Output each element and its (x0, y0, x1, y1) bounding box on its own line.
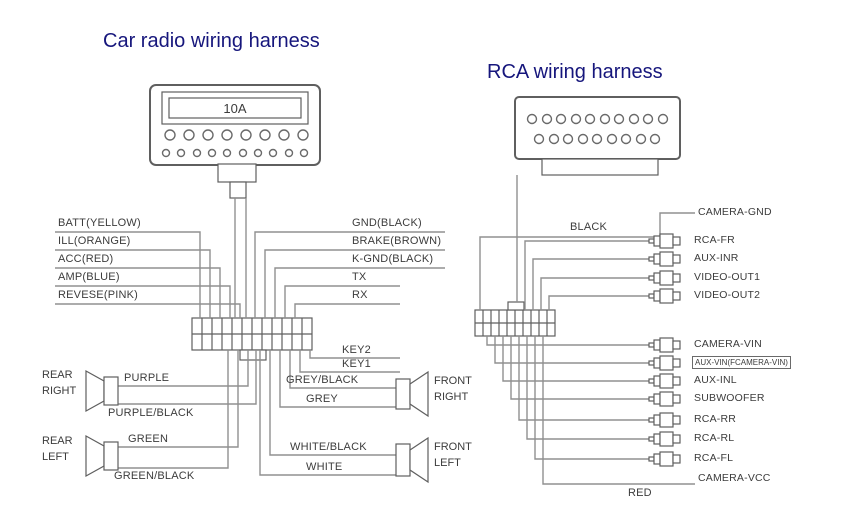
rca-output-video-out1: VIDEO-OUT1 (694, 271, 761, 283)
car-wire-lines (55, 198, 445, 476)
rca-output-subwoofer: SUBWOOFER (694, 392, 765, 404)
speaker-name-line: RIGHT (42, 385, 77, 397)
wire-label-kgnd: K-GND(BLACK) (352, 253, 434, 265)
speaker-name-front-right: FRONT RIGHT (434, 373, 472, 405)
rca-plug-icon-aux-vin (648, 355, 681, 371)
wire-label-key2: KEY2 (342, 344, 371, 356)
wire-label-rx: RX (352, 289, 368, 301)
speaker-name-line: RIGHT (434, 391, 469, 403)
wire-label-ill: ILL(ORANGE) (58, 235, 131, 247)
wire-label-key1: KEY1 (342, 358, 371, 370)
rca-plug-icon-aux-inr (648, 251, 681, 267)
wire-label-amp: AMP(BLUE) (58, 271, 120, 283)
wire-label-acc: ACC(RED) (58, 253, 114, 265)
wire-label-white-black: WHITE/BLACK (290, 441, 367, 453)
wire-label-tx: TX (352, 271, 367, 283)
wire-label-purple-black: PURPLE/BLACK (108, 407, 194, 419)
rca-output-rca-rr: RCA-RR (694, 413, 737, 425)
speaker-icon-rear-left (85, 434, 119, 478)
wire-label-reverse: REVESE(PINK) (58, 289, 139, 301)
rca-output-rca-fr: RCA-FR (694, 234, 735, 246)
rca-connector-icon (514, 96, 681, 176)
wire-label-purple: PURPLE (124, 372, 170, 384)
speaker-name-line: LEFT (434, 457, 461, 469)
rca-output-aux-inr: AUX-INR (694, 252, 739, 264)
wire-label-gnd: GND(BLACK) (352, 217, 422, 229)
speaker-icon-front-right (395, 370, 429, 418)
rca-plug-icon-aux-inl (648, 373, 681, 389)
wire-label-white: WHITE (306, 461, 343, 473)
wire-label-green: GREEN (128, 433, 169, 445)
wire-label-green-black: GREEN/BLACK (114, 470, 195, 482)
speaker-name-line: REAR (42, 435, 73, 447)
rca-output-camera-vcc: CAMERA-VCC (698, 472, 771, 484)
rca-output-camera-vin: CAMERA-VIN (694, 338, 762, 350)
wire-label-black: BLACK (570, 221, 608, 233)
rca-plug-icon-camera-vin (648, 337, 681, 353)
speaker-name-line: FRONT (434, 441, 472, 453)
rca-plug-icon-rca-rl (648, 431, 681, 447)
speaker-name-rear-left: REAR LEFT (42, 433, 73, 465)
rca-output-rca-fl: RCA-FL (694, 452, 734, 464)
speaker-name-rear-right: REAR RIGHT (42, 367, 76, 399)
rca-output-rca-rl: RCA-RL (694, 432, 735, 444)
rca-output-aux-vin: AUX-VIN(FCAMERA-VIN) (692, 356, 791, 369)
wire-label-brake: BRAKE(BROWN) (352, 235, 442, 247)
car-harness-title: Car radio wiring harness (103, 30, 320, 52)
rca-plug-icon-rca-fr (648, 233, 681, 249)
rca-plug-icon-subwoofer (648, 391, 681, 407)
wire-label-grey-black: GREY/BLACK (286, 374, 359, 386)
speaker-icon-rear-right (85, 369, 119, 413)
rca-plug-icon-rca-rr (648, 412, 681, 428)
rca-harness-title: RCA wiring harness (487, 61, 663, 83)
speaker-name-line: FRONT (434, 375, 472, 387)
rca-output-aux-inl: AUX-INL (694, 374, 737, 386)
car-radio-connector-icon: 10A (149, 84, 321, 199)
speaker-name-line: LEFT (42, 451, 69, 463)
wire-label-red: RED (628, 487, 652, 499)
speaker-icon-front-left (395, 436, 429, 484)
car-pin-block (191, 317, 313, 361)
rca-output-video-out2: VIDEO-OUT2 (694, 289, 761, 301)
fuse-label: 10A (223, 101, 246, 116)
rca-plug-icon-video-out2 (648, 288, 681, 304)
rca-output-camera-gnd: CAMERA-GND (698, 206, 772, 218)
rca-plug-icon-video-out1 (648, 270, 681, 286)
rca-pin-block (474, 301, 556, 337)
wire-label-grey: GREY (306, 393, 338, 405)
rca-plug-icon-rca-fl (648, 451, 681, 467)
speaker-name-line: REAR (42, 369, 73, 381)
speaker-name-front-left: FRONT LEFT (434, 439, 472, 471)
wire-label-batt: BATT(YELLOW) (58, 217, 141, 229)
